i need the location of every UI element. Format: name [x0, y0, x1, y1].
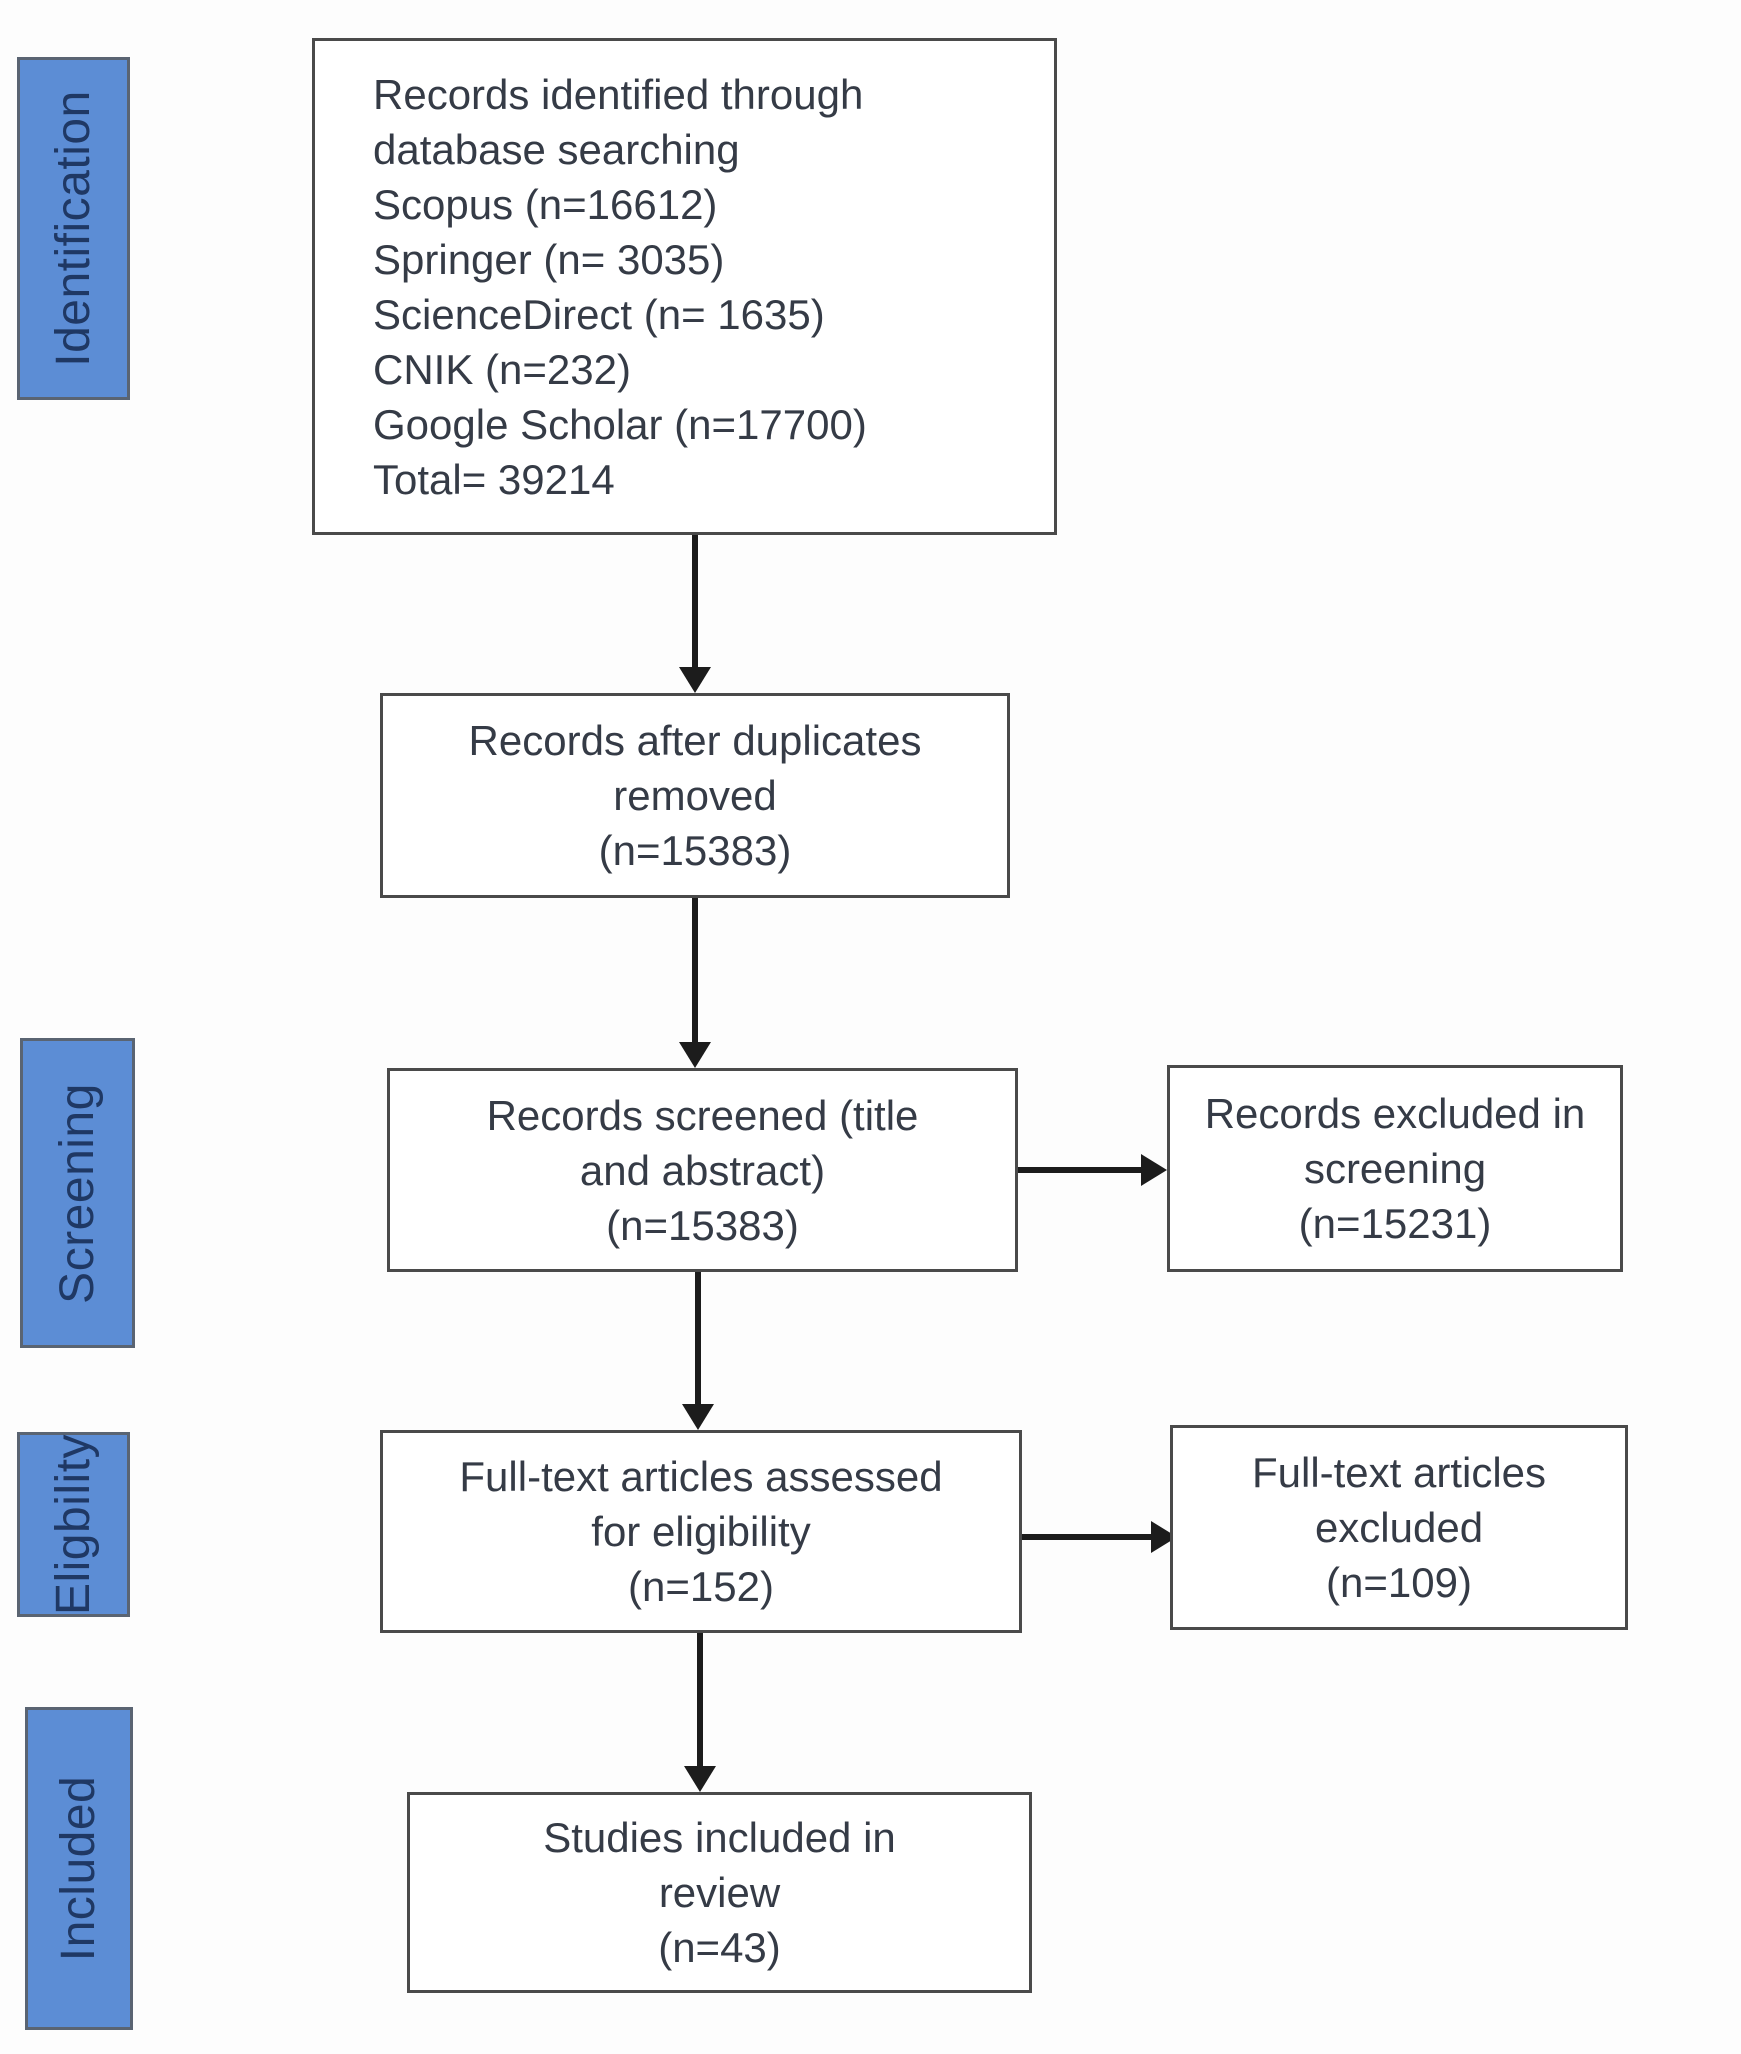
box-fulltext-assessed-line: Full-text articles assessed: [459, 1453, 943, 1500]
arrow-screened-to-excluded: [1018, 1154, 1167, 1186]
box-duplicates-removed-line: (n=15383): [598, 827, 792, 874]
box-duplicates-removed: Records after duplicates removed (n=1538…: [380, 693, 1010, 898]
arrow-shaft: [692, 535, 698, 673]
box-records-identified-line: CNIK (n=232): [373, 345, 631, 393]
box-records-identified-line: database searching: [373, 125, 740, 173]
arrow-shaft: [697, 1633, 703, 1772]
arrow-fulltext-to-included: [684, 1633, 716, 1792]
box-records-screened-line: (n=15383): [606, 1201, 799, 1249]
box-records-identified-line: Records identified through: [373, 70, 864, 118]
box-records-screened: Records screened (title and abstract) (n…: [387, 1068, 1018, 1272]
box-fulltext-excluded-line: excluded: [1314, 1504, 1484, 1551]
box-records-identified-line: Springer (n= 3035): [373, 235, 725, 283]
stage-identification-label: Identification: [47, 90, 101, 367]
box-records-excluded-line: screening: [1303, 1145, 1487, 1192]
box-fulltext-excluded-line: (n=109): [1326, 1559, 1472, 1606]
box-studies-included: Studies included in review (n=43): [407, 1792, 1032, 1993]
box-records-identified: Records identified through database sear…: [312, 38, 1057, 535]
arrow-head-right-icon: [1141, 1154, 1167, 1186]
box-records-identified-line: ScienceDirect (n= 1635): [373, 290, 825, 338]
box-records-identified-line: Total= 39214: [373, 455, 615, 503]
box-records-identified-line: Google Scholar (n=17700): [373, 400, 867, 448]
arrow-shaft: [1018, 1167, 1147, 1173]
stage-included: Included: [25, 1707, 133, 2030]
box-fulltext-assessed-line: for eligibility: [591, 1508, 811, 1555]
arrow-duplicates-to-screened: [679, 898, 711, 1068]
box-fulltext-excluded-line: Full-text articles: [1251, 1449, 1547, 1496]
box-fulltext-excluded: Full-text articles excluded (n=109): [1170, 1425, 1628, 1630]
box-records-identified-line: Scopus (n=16612): [373, 180, 718, 228]
box-records-excluded-screening: Records excluded in screening (n=15231): [1167, 1065, 1623, 1272]
arrow-identified-to-duplicates: [679, 535, 711, 693]
arrow-fulltext-to-excluded: [1022, 1521, 1177, 1553]
box-records-excluded-line: Records excluded in: [1204, 1090, 1586, 1137]
box-duplicates-removed-line: removed: [613, 772, 777, 819]
stage-included-label: Included: [52, 1775, 106, 1962]
box-records-excluded-line: (n=15231): [1298, 1200, 1492, 1247]
box-studies-included-line: Studies included in: [543, 1814, 896, 1861]
box-studies-included-line: (n=43): [658, 1924, 781, 1971]
stage-eligibility: Eligbility: [17, 1432, 130, 1617]
arrow-screened-to-fulltext: [682, 1272, 714, 1430]
arrow-shaft: [1022, 1534, 1157, 1540]
box-records-screened-line: Records screened (title: [486, 1091, 919, 1139]
arrow-head-down-icon: [679, 667, 711, 693]
box-fulltext-assessed-line: (n=152): [628, 1563, 774, 1610]
box-studies-included-line: review: [658, 1869, 781, 1916]
stage-screening-label: Screening: [51, 1082, 105, 1304]
box-fulltext-assessed: Full-text articles assessed for eligibil…: [380, 1430, 1022, 1633]
stage-identification: Identification: [17, 57, 130, 400]
arrow-shaft: [692, 898, 698, 1048]
box-duplicates-removed-line: Records after duplicates: [468, 717, 922, 764]
box-records-screened-line: and abstract): [579, 1146, 826, 1194]
arrow-head-down-icon: [679, 1042, 711, 1068]
arrow-head-down-icon: [682, 1404, 714, 1430]
stage-eligibility-label: Eligbility: [47, 1433, 100, 1616]
stage-screening: Screening: [20, 1038, 135, 1348]
arrow-shaft: [695, 1272, 701, 1410]
arrow-head-down-icon: [684, 1766, 716, 1792]
